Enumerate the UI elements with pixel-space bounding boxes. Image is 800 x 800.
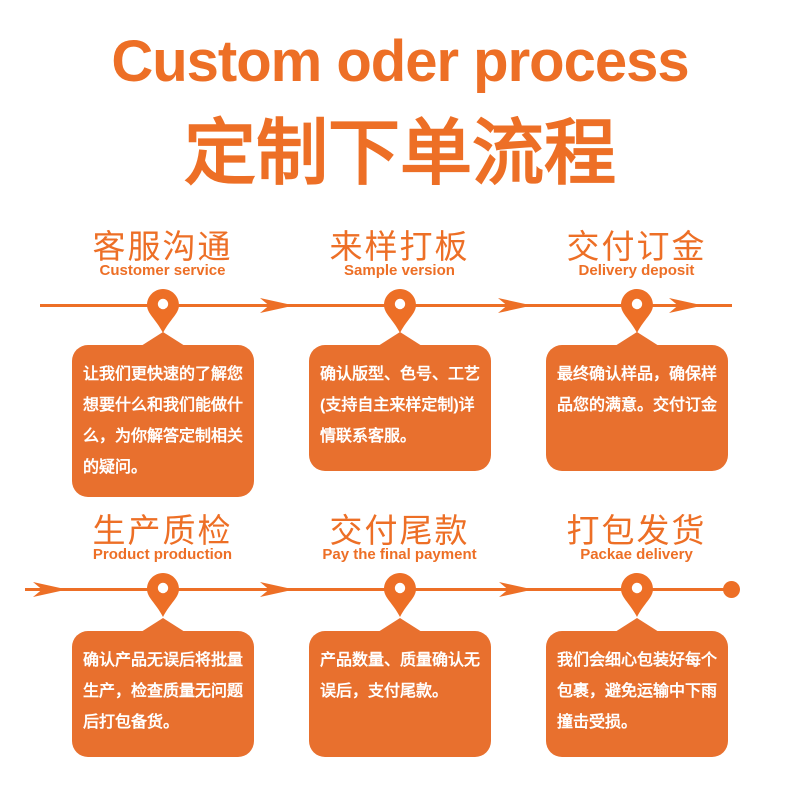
flow-end-dot-icon bbox=[723, 581, 740, 598]
step4-description-bubble: 确认产品无误后将批量生产，检查质量无问题后打包备货。 bbox=[72, 631, 254, 757]
map-pin-icon bbox=[384, 573, 416, 617]
step3-title-zh: 交付订金 bbox=[566, 228, 707, 265]
map-pin-icon bbox=[147, 573, 179, 617]
page-title-chinese: 定制下单流程 bbox=[183, 110, 616, 195]
page-title-english: Custom oder process bbox=[111, 29, 689, 94]
map-pin-icon bbox=[621, 573, 653, 617]
arrow-right-icon bbox=[260, 582, 294, 597]
step5-title-en: Pay the final payment bbox=[322, 546, 477, 563]
arrow-right-icon bbox=[33, 582, 67, 597]
step1-title-zh: 客服沟通 bbox=[92, 228, 233, 265]
step5-title-zh: 交付尾款 bbox=[329, 512, 470, 549]
step4-title-zh: 生产质检 bbox=[92, 512, 233, 549]
step3-title-en: Delivery deposit bbox=[578, 262, 695, 279]
step6-title-zh: 打包发货 bbox=[566, 512, 707, 549]
step3-description-bubble: 最终确认样品，确保样品您的满意。交付订金 bbox=[546, 345, 728, 471]
map-pin-icon bbox=[621, 289, 653, 333]
step1-title-en: Customer service bbox=[99, 262, 226, 279]
step6-description: 我们会细心包装好每个包裹，避免运输中下雨撞击受损。 bbox=[557, 652, 718, 731]
step2-title-zh: 来样打板 bbox=[329, 228, 470, 265]
arrow-right-icon bbox=[669, 298, 703, 313]
arrow-right-icon bbox=[498, 298, 532, 313]
step3-description: 最终确认样品，确保样品您的满意。交付订金 bbox=[557, 366, 718, 414]
step4-title-en: Product production bbox=[92, 546, 233, 563]
step4-description: 确认产品无误后将批量生产，检查质量无问题后打包备货。 bbox=[83, 652, 244, 731]
arrow-right-icon bbox=[260, 298, 294, 313]
map-pin-icon bbox=[384, 289, 416, 333]
arrow-right-icon bbox=[499, 582, 533, 597]
step5-description: 产品数量、质量确认无误后，支付尾款。 bbox=[320, 652, 481, 700]
flow-line-row2 bbox=[25, 588, 725, 591]
step5-description-bubble: 产品数量、质量确认无误后，支付尾款。 bbox=[309, 631, 491, 757]
map-pin-icon bbox=[147, 289, 179, 333]
step2-description-bubble: 确认版型、色号、工艺(支持自主来样定制)详情联系客服。 bbox=[309, 345, 491, 471]
step1-description-bubble: 让我们更快速的了解您想要什么和我们能做什么，为你解答定制相关的疑问。 bbox=[72, 345, 254, 497]
step2-title-en: Sample version bbox=[344, 262, 455, 279]
step6-title-en: Packae delivery bbox=[580, 546, 693, 563]
step1-description: 让我们更快速的了解您想要什么和我们能做什么，为你解答定制相关的疑问。 bbox=[83, 366, 244, 476]
step2-description: 确认版型、色号、工艺(支持自主来样定制)详情联系客服。 bbox=[320, 366, 481, 445]
step6-description-bubble: 我们会细心包装好每个包裹，避免运输中下雨撞击受损。 bbox=[546, 631, 728, 757]
